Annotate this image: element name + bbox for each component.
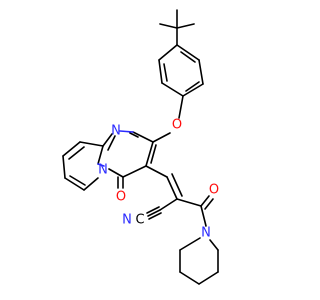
keto-oxygen-label: O — [116, 190, 126, 205]
ring-nitrogen-top-label: N — [111, 124, 121, 139]
nitrile-carbon-label: C — [135, 213, 144, 228]
ether-bridge — [152, 95, 184, 143]
molecule-structure: O N N O O N C N — [62, 9, 219, 285]
vinyl-linker — [145, 165, 202, 211]
pyridine-ring — [62, 141, 104, 191]
amide-group — [200, 195, 214, 227]
piperidine-ring — [179, 237, 219, 285]
phenyl-ring — [158, 44, 204, 97]
ether-oxygen-label: O — [172, 118, 182, 133]
structure-canvas: O N N O O N C N — [62, 9, 220, 285]
nitrile-nitrogen-label: N — [122, 213, 132, 228]
nitrile-group — [146, 206, 162, 220]
ring-nitrogen-bridge-label: N — [98, 163, 108, 178]
piperidine-nitrogen-label: N — [201, 226, 211, 241]
amide-oxygen-label: O — [209, 183, 219, 198]
tert-butyl-group — [159, 9, 195, 46]
keto-group — [117, 176, 124, 189]
pyrimidinone-ring — [97, 130, 157, 178]
